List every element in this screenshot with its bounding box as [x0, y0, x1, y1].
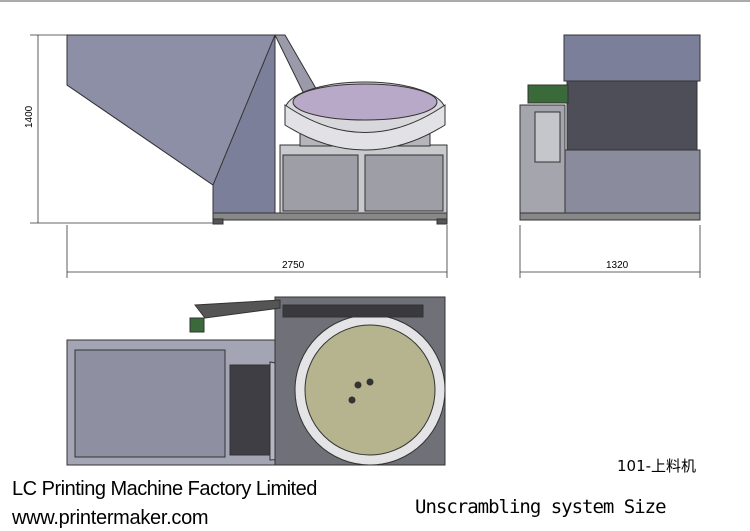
company-name: LC Printing Machine Factory Limited [12, 478, 317, 500]
side-view [519, 34, 701, 221]
side-width-dimension: 1320 [606, 260, 629, 271]
drawing-caption: Unscrambling system Size [415, 496, 667, 518]
front-width-dimension: 2750 [282, 260, 305, 271]
dimension-lines [30, 34, 701, 278]
part-code: 101-上料机 [617, 457, 697, 475]
front-view [66, 34, 448, 225]
top-view [66, 296, 446, 466]
height-dimension: 1400 [24, 105, 35, 128]
company-url: www.printermaker.com [12, 507, 209, 529]
